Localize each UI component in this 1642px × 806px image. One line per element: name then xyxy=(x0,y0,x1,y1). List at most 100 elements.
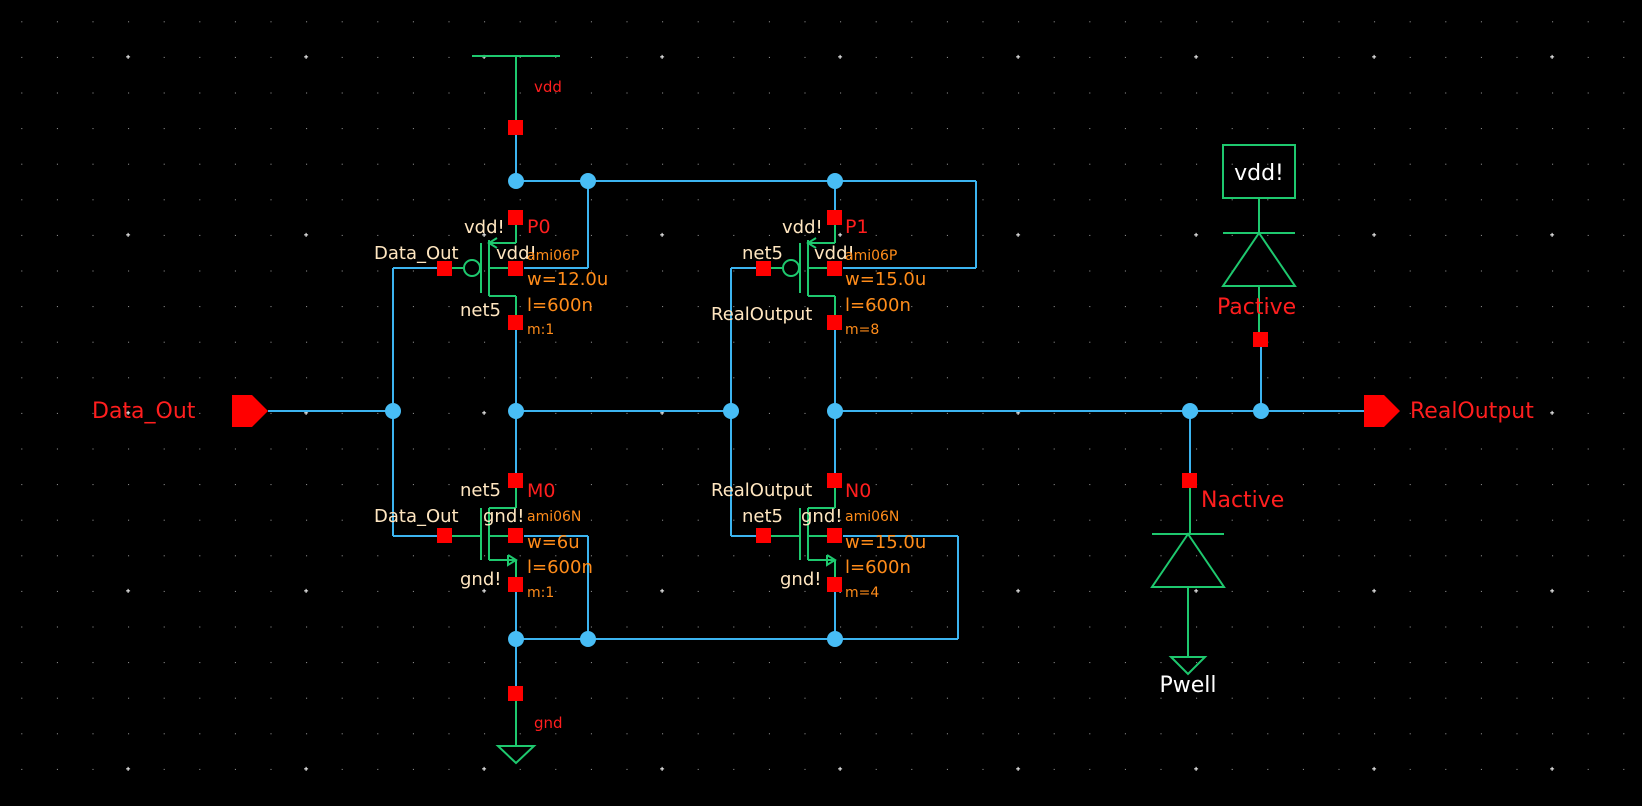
gate-pin[interactable] xyxy=(756,528,771,543)
grid-dot xyxy=(911,270,913,272)
grid-dot xyxy=(1302,21,1304,23)
grid-dot xyxy=(448,555,450,557)
grid-dot xyxy=(1089,92,1091,94)
grid-dot xyxy=(412,768,414,770)
grid-dot xyxy=(1587,448,1589,450)
grid-dot xyxy=(1124,626,1126,628)
bulk-pin[interactable] xyxy=(508,528,523,543)
grid-dot xyxy=(1374,341,1376,343)
transistor-p1[interactable]: vdd! net5 vdd! RealOutput P1 ami06P w=15… xyxy=(711,210,926,338)
wires[interactable] xyxy=(268,135,1368,686)
gnd-pin[interactable] xyxy=(508,686,523,701)
grid-dot xyxy=(1302,590,1304,592)
grid-dot xyxy=(199,768,201,770)
output-pin-real-output[interactable]: RealOutput xyxy=(1364,395,1534,427)
grid-dot xyxy=(875,21,877,23)
grid-dot xyxy=(1196,448,1198,450)
grid-dot xyxy=(21,341,23,343)
grid-dot xyxy=(1587,626,1589,628)
vdd-label: vdd xyxy=(534,78,562,96)
grid-dot xyxy=(377,234,379,236)
grid-dot xyxy=(1374,21,1376,23)
gnd-supply[interactable]: gnd xyxy=(495,686,563,765)
grid-dot xyxy=(946,234,948,236)
gate-pin[interactable] xyxy=(437,261,452,276)
grid-dot xyxy=(1267,21,1269,23)
grid-dot xyxy=(626,484,628,486)
diode-pactive[interactable]: vdd! Pactive xyxy=(1217,144,1297,347)
gate-pin[interactable] xyxy=(437,528,452,543)
grid-dot xyxy=(1231,128,1233,130)
transistor-p0[interactable]: vdd! Data_Out vdd! net5 P0 ami06P w=12.0… xyxy=(374,210,608,338)
drain-pin[interactable] xyxy=(508,473,523,488)
diode-pin[interactable] xyxy=(1182,473,1197,488)
grid-dot xyxy=(377,306,379,308)
grid-dot xyxy=(804,412,806,414)
source-pin[interactable] xyxy=(508,577,523,592)
grid-major-mark xyxy=(1194,588,1199,593)
grid-dot xyxy=(341,128,343,130)
grid-dot xyxy=(1053,590,1055,592)
grid-dot xyxy=(1445,21,1447,23)
grid-dot xyxy=(946,341,948,343)
drain-pin[interactable] xyxy=(508,315,523,330)
junction-dot xyxy=(827,631,843,647)
grid-dot xyxy=(519,626,521,628)
grid-dot xyxy=(626,341,628,343)
grid-dot xyxy=(733,768,735,770)
source-pin[interactable] xyxy=(827,210,842,225)
grid-dot xyxy=(804,626,806,628)
grid-dot xyxy=(804,199,806,201)
grid-dot xyxy=(128,733,130,735)
grid-dot xyxy=(626,590,628,592)
grid-dot xyxy=(1267,590,1269,592)
vdd-supply[interactable]: vdd xyxy=(472,55,562,135)
grid-dot xyxy=(1231,92,1233,94)
grid-dot xyxy=(1231,484,1233,486)
grid-dot xyxy=(1445,484,1447,486)
bulk-pin[interactable] xyxy=(827,261,842,276)
transistor-n0[interactable]: RealOutput net5 gnd! gnd! N0 ami06N w=15… xyxy=(711,473,926,601)
grid-dot xyxy=(662,555,664,557)
grid-dot xyxy=(163,412,165,414)
grid-dot xyxy=(1409,768,1411,770)
grid-dot xyxy=(590,92,592,94)
source-pin[interactable] xyxy=(827,577,842,592)
grid-dot xyxy=(306,341,308,343)
source-pin[interactable] xyxy=(508,210,523,225)
gate-pin[interactable] xyxy=(756,261,771,276)
grid-dot xyxy=(804,56,806,58)
vdd-pin[interactable] xyxy=(508,120,523,135)
grid-dot xyxy=(1587,92,1589,94)
grid-dot xyxy=(234,662,236,664)
grid-dot xyxy=(626,163,628,165)
grid-dot xyxy=(1623,199,1625,201)
grid-dot xyxy=(1480,92,1482,94)
bulk-pin[interactable] xyxy=(508,261,523,276)
grid-dot xyxy=(1516,270,1518,272)
grid-dot xyxy=(1409,448,1411,450)
grid-dot xyxy=(341,768,343,770)
grid-dot xyxy=(306,733,308,735)
grid-dot xyxy=(1018,92,1020,94)
bulk-pin[interactable] xyxy=(827,528,842,543)
grid-dot xyxy=(1552,341,1554,343)
grid-dot xyxy=(1267,199,1269,201)
output-pin-icon[interactable] xyxy=(1364,395,1400,427)
input-pin-data-out[interactable]: Data_Out xyxy=(92,395,268,427)
transistor-m0[interactable]: net5 Data_Out gnd! gnd! M0 ami06N w=6u l… xyxy=(374,473,593,601)
nmos-icon xyxy=(771,488,837,577)
diode-nactive[interactable]: Nactive Pwell xyxy=(1150,473,1284,698)
drain-pin[interactable] xyxy=(827,315,842,330)
drain-pin[interactable] xyxy=(827,473,842,488)
grid-dot xyxy=(1302,697,1304,699)
grid-dot xyxy=(21,21,23,23)
grid-dot xyxy=(1053,555,1055,557)
grid-dot xyxy=(1623,163,1625,165)
grid-dot xyxy=(306,270,308,272)
diode-pin[interactable] xyxy=(1253,332,1268,347)
grid-dot xyxy=(341,662,343,664)
input-pin-icon[interactable] xyxy=(232,395,268,427)
